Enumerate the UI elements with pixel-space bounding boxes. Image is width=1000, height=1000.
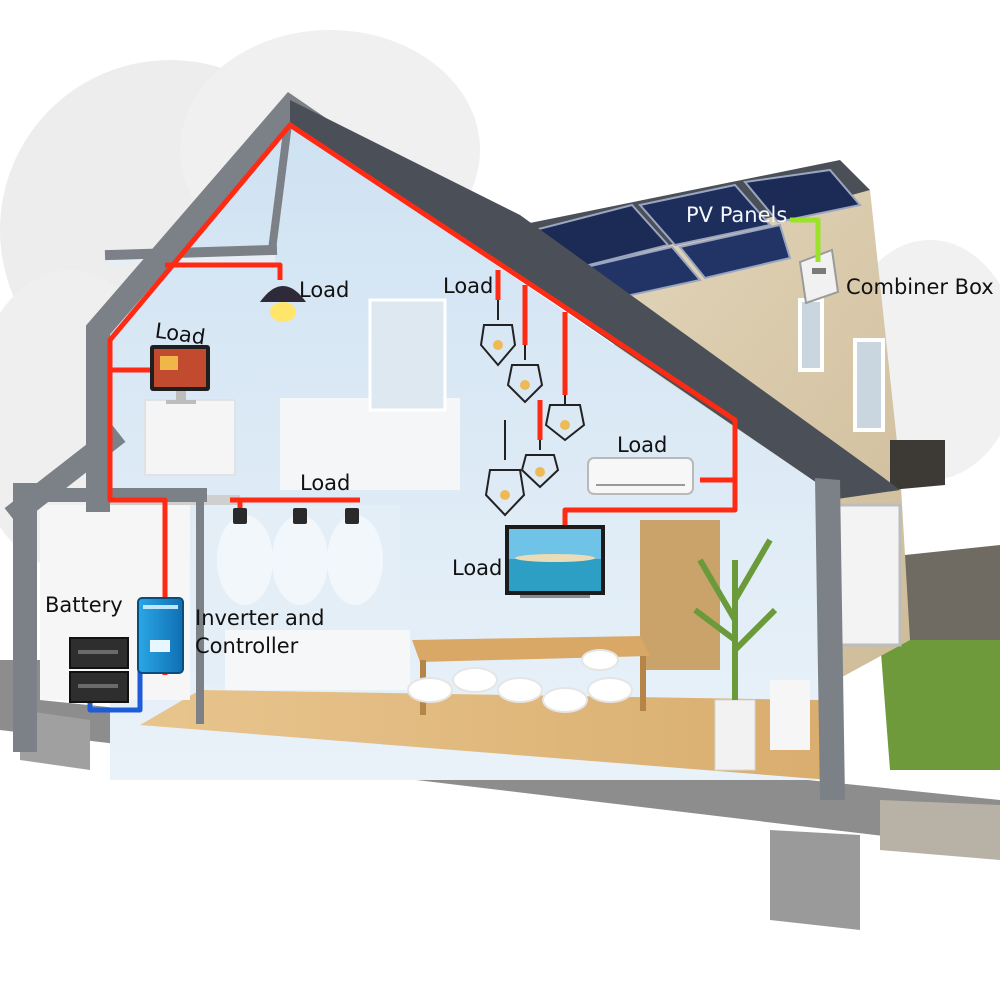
ac-load-wiring: [107, 122, 738, 675]
plant: [693, 538, 778, 771]
desk: [144, 399, 236, 476]
pv-panels-label: PV Panels: [686, 203, 788, 227]
desktop-monitor: [150, 345, 210, 404]
combiner-box-label: Combiner Box: [846, 275, 994, 299]
battery-bank: [69, 637, 129, 703]
lawn: [880, 610, 1000, 770]
inverter-controller-unit: [137, 597, 184, 674]
roof-shingles: [290, 100, 900, 500]
patio: [880, 800, 1000, 860]
air-conditioner: [587, 457, 694, 495]
inverter-label-line2: Controller: [195, 634, 299, 658]
wooden-door: [640, 520, 720, 670]
upper-window: [368, 298, 447, 412]
ceiling-lamp: [260, 286, 306, 322]
balcony-wall: [280, 398, 460, 490]
battery-label: Battery: [45, 593, 123, 617]
sofa: [225, 630, 410, 690]
pendant-lamps: [479, 300, 586, 517]
wall-tv: [505, 525, 605, 598]
ceiling-lamp-load-label: Load: [299, 278, 350, 302]
foundation-left: [20, 710, 90, 770]
living-floor: [140, 690, 830, 780]
side-cabinet: [770, 680, 810, 750]
spotlight-glow: [217, 515, 383, 605]
upper-ceiling: [110, 255, 275, 265]
spotlights: [233, 508, 359, 524]
inverter-label-line1: Inverter and: [195, 606, 325, 630]
pv-dc-wiring: [790, 217, 821, 262]
tv-load-label: Load: [452, 556, 503, 580]
dining-chairs: [407, 649, 633, 713]
right-wall: [815, 478, 845, 800]
foundation-right: [770, 830, 860, 930]
air-conditioner-load-label: Load: [617, 433, 668, 457]
pendants-load-label: Load: [443, 274, 494, 298]
pendant-bulbs: [493, 340, 570, 500]
combiner-box-device: [798, 248, 840, 305]
spotlights-load-label: Load: [300, 471, 351, 495]
garden-fence: [905, 545, 1000, 640]
